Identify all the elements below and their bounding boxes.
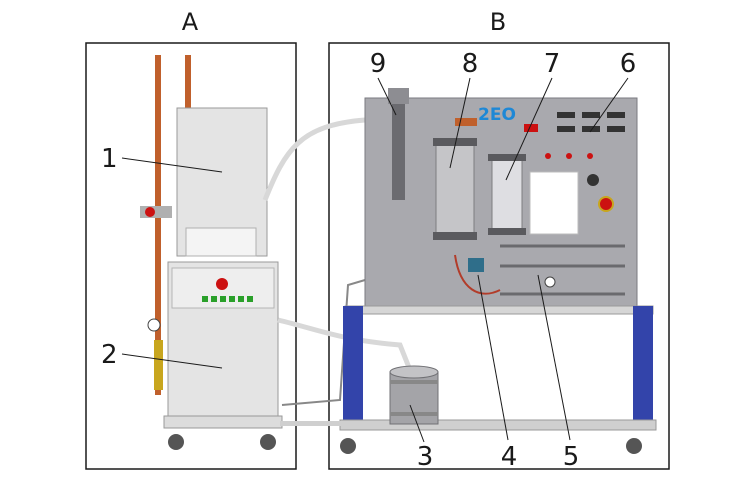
leader-line-2 xyxy=(121,353,223,369)
wheel xyxy=(626,438,642,454)
display xyxy=(607,126,625,132)
callout-9: 9 xyxy=(370,49,387,79)
red-valve xyxy=(145,207,155,217)
leader-line-6 xyxy=(589,77,629,133)
cabinet-window xyxy=(185,227,257,257)
blue-leg xyxy=(633,306,653,420)
leader-line-8 xyxy=(449,77,471,169)
panel-logo: 2EO xyxy=(478,105,516,125)
indicator-light xyxy=(566,153,572,159)
display xyxy=(557,112,575,118)
callout-3: 3 xyxy=(417,442,434,472)
emergency-stop xyxy=(598,196,614,212)
column-8-bottom xyxy=(433,232,477,240)
callout-8: 8 xyxy=(462,49,479,79)
yellow-pipe xyxy=(154,340,163,390)
section-a-letter: A xyxy=(182,8,199,36)
base-bar xyxy=(280,421,344,426)
status-led xyxy=(220,296,226,302)
frame-base xyxy=(339,419,657,431)
status-led xyxy=(238,296,244,302)
callout-1: 1 xyxy=(101,144,118,174)
red-button xyxy=(216,278,228,290)
column-8 xyxy=(435,141,475,239)
leader-line-1 xyxy=(121,157,223,173)
drum-band xyxy=(390,380,438,384)
display xyxy=(582,112,600,118)
valve-block xyxy=(140,206,172,218)
unit-a-machine xyxy=(140,55,283,450)
blue-leg xyxy=(343,306,363,420)
copper-pipe xyxy=(185,55,191,110)
selector-knob xyxy=(587,174,599,186)
wheel xyxy=(168,434,184,450)
section-a-frame xyxy=(85,42,297,470)
indicator-light xyxy=(545,153,551,159)
red-valve xyxy=(524,124,538,132)
wheel xyxy=(260,434,276,450)
flow-gauge xyxy=(544,276,556,288)
status-leds xyxy=(202,296,253,302)
callout-7: 7 xyxy=(544,49,561,79)
drum-top xyxy=(389,365,439,379)
status-led xyxy=(211,296,217,302)
display xyxy=(582,126,600,132)
frame-rail xyxy=(344,305,654,315)
section-b-frame xyxy=(328,42,670,470)
red-tubing xyxy=(454,254,501,295)
pump xyxy=(468,258,484,272)
leader-line-9 xyxy=(377,77,397,116)
column-9-cap xyxy=(388,88,409,104)
column-7-bottom xyxy=(488,228,526,235)
status-led xyxy=(247,296,253,302)
wheel xyxy=(340,438,356,454)
copper-elbow xyxy=(455,118,477,126)
column-7-top xyxy=(488,154,526,161)
column-7 xyxy=(491,157,523,231)
callout-4: 4 xyxy=(501,442,518,472)
cart-base xyxy=(163,415,283,429)
leader-line-7 xyxy=(505,77,553,181)
drum-band xyxy=(390,412,438,416)
schematic-sheet xyxy=(529,171,579,235)
status-led xyxy=(229,296,235,302)
leader-line-4 xyxy=(477,274,509,441)
connecting-hose xyxy=(277,317,413,371)
copper-pipe xyxy=(155,55,161,395)
status-led xyxy=(202,296,208,302)
display xyxy=(557,126,575,132)
callout-5: 5 xyxy=(563,442,580,472)
callout-2: 2 xyxy=(101,340,118,370)
display xyxy=(607,112,625,118)
leader-line-5 xyxy=(537,274,571,441)
indicator-light xyxy=(587,153,593,159)
pressure-gauge xyxy=(147,318,161,332)
column-8-top xyxy=(433,138,477,146)
unit-b-machine: 2EO xyxy=(280,88,657,454)
section-b-letter: B xyxy=(490,8,506,36)
leader-line-3 xyxy=(409,404,425,443)
connecting-hose xyxy=(262,117,366,201)
column-9 xyxy=(392,90,405,200)
callout-6: 6 xyxy=(620,49,637,79)
